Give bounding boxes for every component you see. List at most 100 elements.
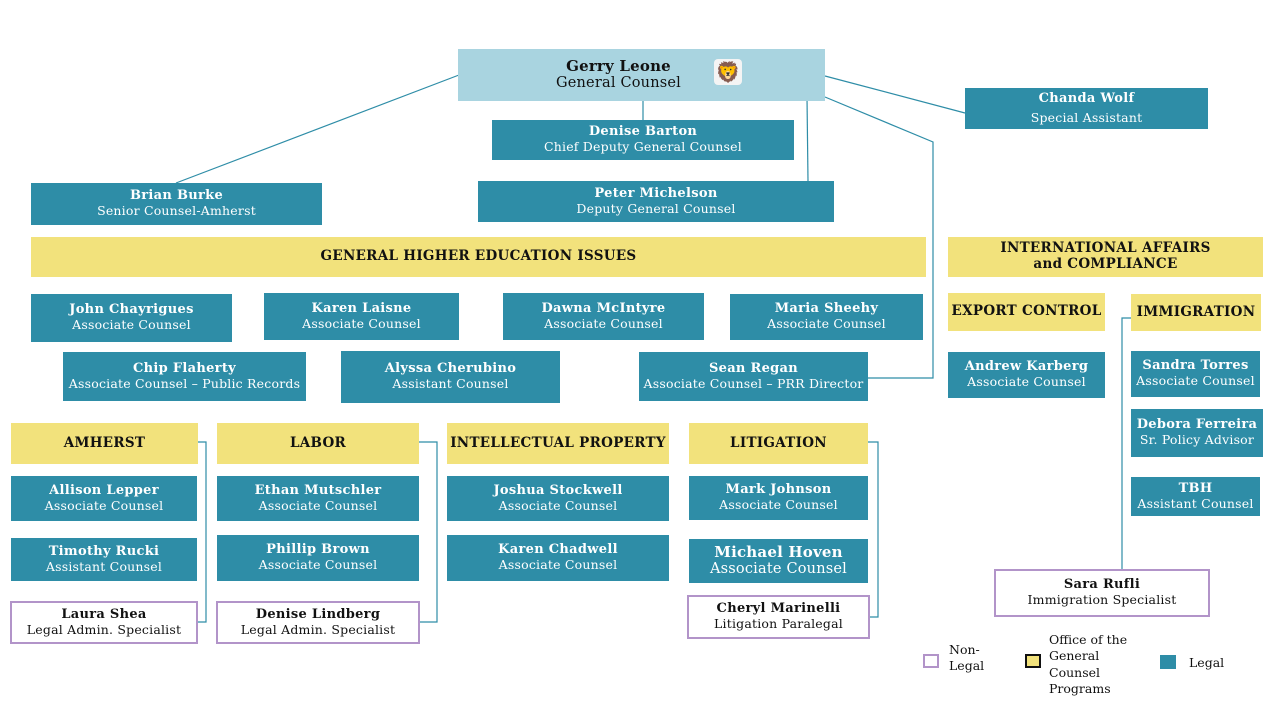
- person-name: Phillip Brown: [266, 542, 370, 558]
- person-title: Assistant Counsel: [392, 376, 509, 392]
- person-name: Karen Laisne: [311, 300, 412, 316]
- legend-label-program: Office of the General Counsel Programs: [1049, 632, 1127, 697]
- person-name: TBH: [1178, 480, 1213, 496]
- lion-icon: 🦁: [714, 59, 742, 85]
- person-title: Chief Deputy General Counsel: [544, 139, 742, 155]
- line-amherst-bracket: [198, 441, 207, 623]
- general-counsel-box: Gerry Leone General Counsel: [458, 49, 825, 101]
- staff-box: Sandra Torres Associate Counsel: [1131, 351, 1260, 397]
- person-title: Associate Counsel: [498, 497, 618, 513]
- staff-box: Timothy Rucki Assistant Counsel: [11, 538, 197, 581]
- person-name: Timothy Rucki: [48, 543, 160, 559]
- legend-text-line: Non-: [949, 642, 980, 657]
- line-head-senior: [175, 74, 460, 184]
- staff-box: John Chayrigues Associate Counsel: [31, 294, 232, 342]
- person-name: Sean Regan: [708, 360, 799, 376]
- legend-swatch-program: [1025, 654, 1041, 668]
- program-label-line: INTERNATIONAL AFFAIRS: [1000, 240, 1211, 257]
- person-title: Associate Counsel: [709, 561, 848, 578]
- staff-box: Mark Johnson Associate Counsel: [689, 476, 868, 520]
- legend-label-legal: Legal: [1189, 655, 1225, 670]
- person-title: Associate Counsel – Public Records: [68, 375, 301, 391]
- program-amherst: AMHERST: [11, 423, 198, 464]
- person-name: Alyssa Cherubino: [384, 361, 517, 377]
- staff-box: Maria Sheehy Associate Counsel: [730, 294, 923, 340]
- staff-box: Karen Chadwell Associate Counsel: [447, 535, 669, 581]
- staff-box: Denise Lindberg Legal Admin. Specialist: [216, 601, 420, 644]
- person-name: John Chayrigues: [69, 302, 194, 318]
- person-name: Maria Sheehy: [774, 301, 879, 317]
- staff-box: TBH Assistant Counsel: [1131, 477, 1260, 516]
- staff-box: Sean Regan Associate Counsel – PRR Direc…: [639, 352, 868, 401]
- legend-text-line: Office of the: [1049, 632, 1128, 647]
- line-head-special: [824, 75, 966, 114]
- staff-box: Laura Shea Legal Admin. Specialist: [10, 601, 198, 644]
- person-title: Associate Counsel: [498, 557, 618, 573]
- person-title: Associate Counsel: [719, 497, 838, 513]
- person-title: Special Assistant: [1030, 109, 1143, 125]
- person-title: Associate Counsel: [302, 315, 421, 331]
- line-head-international: [824, 96, 934, 379]
- person-title: Immigration Specialist: [1027, 592, 1177, 608]
- person-name: Denise Lindberg: [255, 606, 381, 622]
- person-title: Assistant Counsel: [1137, 495, 1254, 511]
- person-title: Legal Admin. Specialist: [240, 621, 396, 637]
- person-name: Peter Michelson: [594, 185, 718, 201]
- person-title: Litigation Paralegal: [714, 616, 843, 632]
- staff-box: Cheryl Marinelli Litigation Paralegal: [687, 595, 870, 639]
- staff-box: Dawna McIntyre Associate Counsel: [503, 293, 704, 340]
- legend-text-line: Legal: [949, 658, 985, 674]
- program-international-affairs: INTERNATIONAL AFFAIRS and COMPLIANCE: [948, 237, 1263, 277]
- person-title: Associate Counsel: [1136, 373, 1255, 389]
- person-name: Joshua Stockwell: [493, 482, 623, 498]
- staff-box: Phillip Brown Associate Counsel: [217, 535, 419, 581]
- person-name: Brian Burke: [129, 188, 224, 204]
- line-head-deputy: [806, 96, 809, 182]
- person-name: Denise Barton: [588, 124, 698, 140]
- line-litigation-bracket: [868, 441, 879, 618]
- legend-swatch-nonlegal: [923, 654, 939, 668]
- person-name: Laura Shea: [61, 606, 147, 622]
- staff-box: Karen Laisne Associate Counsel: [264, 293, 459, 340]
- legend-text-line: Programs: [1049, 680, 1111, 696]
- person-title: Sr. Policy Advisor: [1139, 432, 1255, 448]
- staff-box: Michael Hoven Associate Counsel: [689, 539, 868, 583]
- person-name: Mark Johnson: [725, 482, 832, 498]
- program-general-higher-education: GENERAL HIGHER EDUCATION ISSUES: [31, 237, 926, 277]
- person-name: Dawna McIntyre: [541, 300, 666, 316]
- legend-swatch-legal: [1160, 655, 1176, 669]
- program-labor: LABOR: [217, 423, 419, 464]
- line-labor-bracket: [419, 441, 438, 623]
- program-immigration: IMMIGRATION: [1131, 294, 1261, 331]
- person-name: Debora Ferreira: [1136, 417, 1258, 433]
- program-intellectual-property: INTELLECTUAL PROPERTY: [447, 423, 669, 464]
- program-litigation: LITIGATION: [689, 423, 868, 464]
- person-title: Legal Admin. Specialist: [26, 621, 182, 637]
- general-counsel-name: Gerry Leone: [566, 57, 671, 76]
- legend-text-line: General: [1049, 648, 1100, 664]
- person-title: Associate Counsel: [44, 497, 164, 513]
- legend-label-nonlegal: Non- Legal: [949, 642, 984, 675]
- deputy-box: Peter Michelson Deputy General Counsel: [478, 181, 834, 222]
- person-title: Senior Counsel-Amherst: [97, 203, 256, 219]
- staff-box: Allison Lepper Associate Counsel: [11, 476, 197, 521]
- person-name: Allison Lepper: [49, 482, 159, 498]
- person-name: Cheryl Marinelli: [716, 601, 841, 617]
- senior-counsel-box: Brian Burke Senior Counsel-Amherst: [31, 183, 322, 225]
- person-name: Ethan Mutschler: [254, 482, 382, 498]
- staff-box: Chip Flaherty Associate Counsel – Public…: [63, 352, 306, 401]
- chief-deputy-box: Denise Barton Chief Deputy General Couns…: [492, 120, 794, 160]
- special-assistant-box: Chanda Wolf Special Assistant: [965, 88, 1208, 129]
- person-name: Andrew Karberg: [964, 359, 1089, 375]
- person-name: Sandra Torres: [1142, 358, 1249, 374]
- person-title: Associate Counsel: [767, 316, 886, 332]
- person-title: Associate Counsel: [258, 557, 378, 573]
- person-title: Associate Counsel – PRR Director: [643, 375, 864, 391]
- staff-box: Sara Rufli Immigration Specialist: [994, 569, 1210, 617]
- legend-text-line: Counsel: [1049, 664, 1101, 680]
- person-title: Assistant Counsel: [45, 558, 163, 574]
- person-name: Sara Rufli: [1063, 577, 1141, 593]
- person-name: Chanda Wolf: [1038, 90, 1135, 106]
- person-title: Associate Counsel: [258, 497, 378, 513]
- person-title: Associate Counsel: [544, 315, 663, 331]
